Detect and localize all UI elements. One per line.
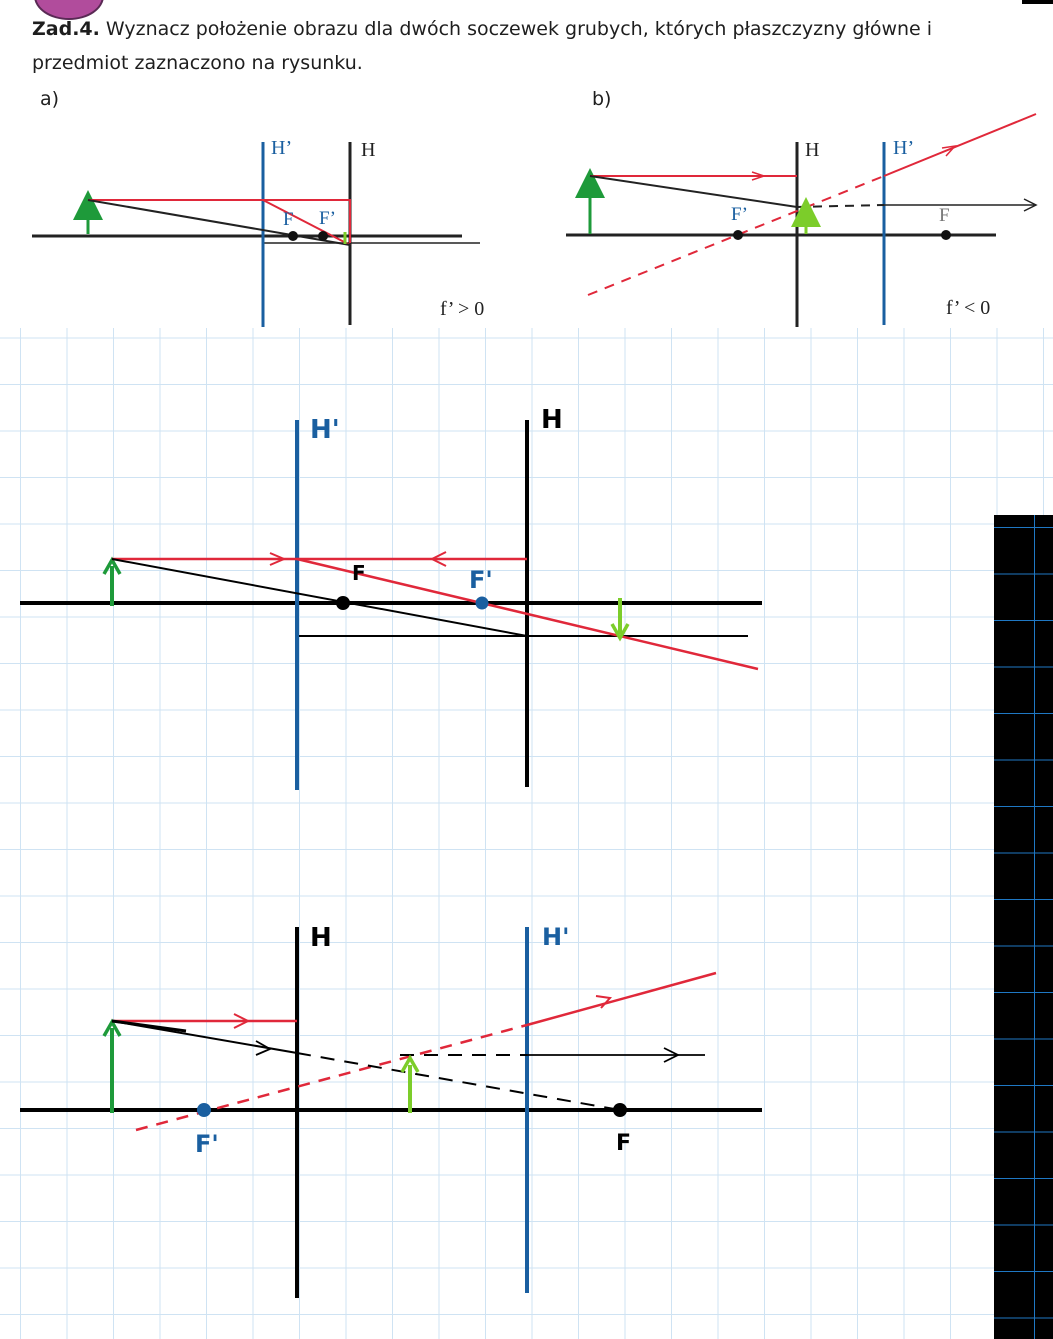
ray-chief-dashed [796, 204, 885, 208]
figure-a: H’ H F F’ f’ > 0 [32, 137, 484, 327]
ray-refracted [296, 557, 759, 671]
label-h-prime: H’ [271, 137, 292, 159]
task-statement: Zad.4. Wyznacz położenie obrazu dla dwóc… [32, 12, 1022, 80]
label-h-prime: H' [542, 923, 569, 951]
ray-direction-arrow [269, 552, 287, 566]
ray-refracted [526, 971, 717, 1027]
ray-virtual-extension [135, 1023, 528, 1132]
condition-label: f’ < 0 [946, 297, 990, 319]
ray-direction-arrow [255, 1040, 273, 1056]
black-strip [994, 515, 1053, 1339]
focal-point-f-prime [733, 230, 743, 240]
task-number: Zad.4. [32, 18, 100, 40]
label-h: H [541, 405, 563, 435]
ray-chief [87, 199, 351, 246]
ray-refracted [883, 113, 1037, 177]
figure-b: H H’ F’ F f’ < 0 [566, 113, 1038, 327]
corner-mark [1022, 0, 1053, 4]
figure-a-label: a) [40, 88, 60, 110]
ray-chief [111, 558, 528, 637]
ray-direction-arrow [751, 171, 767, 181]
ray-direction-arrow [595, 995, 612, 1009]
label-h: H [805, 139, 819, 161]
label-f: F [939, 205, 950, 226]
focal-point-f-prime [197, 1103, 211, 1117]
ray-chief-stroke [111, 1019, 187, 1033]
ray-direction-arrow [941, 144, 957, 157]
figure-b-label: b) [592, 88, 612, 110]
label-f-prime: F' [469, 566, 493, 594]
label-f-prime: F’ [731, 204, 748, 225]
ray-chief [589, 175, 798, 208]
image-arrow-head [610, 623, 630, 642]
task-panel: Zad.4. Wyznacz położenie obrazu dla dwóc… [0, 0, 1053, 328]
solution-a: H' H F F' [20, 405, 762, 790]
focal-point-f-prime [475, 596, 489, 610]
label-f: F [352, 561, 366, 585]
condition-label: f’ > 0 [440, 298, 484, 320]
ray-direction-arrow [233, 1013, 251, 1029]
ray-direction-arrow [429, 551, 447, 567]
label-f-prime: F’ [319, 208, 336, 229]
focal-point-f [336, 596, 350, 610]
label-h: H [310, 923, 332, 953]
label-h: H [361, 139, 375, 161]
label-f-prime: F' [195, 1130, 219, 1158]
label-h-prime: H' [310, 415, 340, 445]
ray-chief-dashed [296, 1052, 621, 1111]
label-h-prime: H’ [893, 137, 914, 159]
focal-point-f [613, 1103, 627, 1117]
task-body: Wyznacz położenie obrazu dla dwóch socze… [32, 18, 933, 74]
ray-direction-arrow [1023, 198, 1038, 212]
label-f: F [283, 209, 294, 230]
focal-point-f [941, 230, 951, 240]
ray-direction-arrow [663, 1047, 681, 1063]
ray-parallel [88, 199, 351, 243]
solution-b: H H' F' F [20, 923, 762, 1298]
label-f: F [616, 1131, 631, 1156]
focal-point-f-prime [318, 231, 328, 241]
image-arrow-head [400, 1054, 420, 1073]
focal-point-f [288, 231, 298, 241]
ray-refracted [262, 199, 351, 246]
